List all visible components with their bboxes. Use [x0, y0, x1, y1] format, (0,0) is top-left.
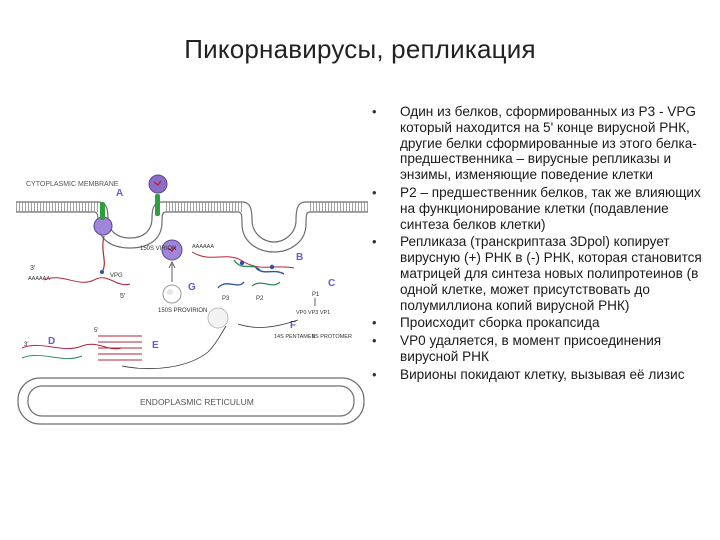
- vpg-dot: [100, 270, 104, 274]
- bullet-item: •Один из белков, сформированных из Р3 - …: [372, 104, 697, 183]
- polyprotein-green: [233, 259, 261, 271]
- bullet-dot-icon: •: [372, 104, 377, 119]
- bullet-list: •Один из белков, сформированных из Р3 - …: [366, 104, 711, 385]
- letter-d: D: [48, 336, 55, 347]
- endoplasmic-reticulum: [17, 377, 365, 425]
- polya-label-top: AAAAAA: [192, 244, 214, 250]
- letter-b: B: [296, 252, 303, 263]
- p2-label: P2: [256, 296, 264, 302]
- bullet-dot-icon: •: [372, 184, 377, 200]
- procapsid-label: 150S PROVIRION: [158, 308, 207, 314]
- bullet-dot-icon: •: [372, 234, 377, 250]
- pentamer-blob-icon: [207, 307, 229, 329]
- membrane-label: CYTOPLASMIC MEMBRANE: [26, 181, 119, 188]
- bullet-item: •Репликаза (транскриптаза 3Dpol) копируе…: [372, 234, 702, 313]
- p1-label: P1: [312, 292, 320, 298]
- p3-label: P3: [222, 296, 230, 302]
- three-prime-label: 3': [30, 265, 35, 272]
- virion-label: 150S VIRION: [140, 246, 176, 252]
- bullet-item: •Происходит сборка прокапсида: [372, 315, 600, 331]
- p1-products-label: VP0 VP3 VP1: [296, 310, 330, 316]
- letter-g: G: [188, 282, 196, 293]
- five-prime-label-e: 5': [94, 328, 98, 334]
- polya-label-left: AAAAAA: [28, 276, 50, 282]
- protomer-label: 5S PROTOMER: [312, 334, 352, 340]
- virion-150s-icon: [161, 239, 183, 261]
- bullet-dot-icon: •: [372, 366, 377, 382]
- procapsid-icon: [162, 284, 182, 304]
- bullet-item: •Вирионы покидают клетку, вызывая её лиз…: [372, 366, 685, 382]
- bullet-dot-icon: •: [372, 315, 377, 331]
- pentamer-label: 14S PENTAMER: [274, 334, 315, 340]
- viral-rna-left: [43, 277, 131, 286]
- translating-rna: [191, 251, 295, 269]
- letter-c: C: [328, 278, 335, 289]
- three-prime-label-d: 3': [24, 342, 28, 348]
- er-label: ENDOPLASMIC RETICULUM: [140, 397, 254, 407]
- letter-f: F: [290, 320, 296, 331]
- incoming-rna: [101, 235, 105, 273]
- picornavirus-replication-diagram: CYTOPLASMIC MEMBRANE A VPG 150S VIRION A…: [16, 174, 368, 425]
- bullet-item: •VP0 удаляется, в момент присоединения в…: [372, 333, 662, 364]
- slide-title: Пикорнавирусы, репликация: [184, 34, 536, 64]
- bullet-item: •Р2 – предшественник белков, так же влия…: [372, 184, 701, 232]
- bullet-dot-icon: •: [372, 333, 377, 349]
- uncoating-virion-icon: [93, 202, 113, 236]
- virion-icon: [148, 174, 168, 216]
- polyprotein-blue: [255, 267, 285, 275]
- letter-e: E: [152, 340, 159, 351]
- vpg-label: VPG: [110, 273, 123, 279]
- letter-a: A: [116, 188, 123, 199]
- replicative-intermediate: [98, 335, 142, 361]
- five-prime-label: 5': [120, 293, 125, 300]
